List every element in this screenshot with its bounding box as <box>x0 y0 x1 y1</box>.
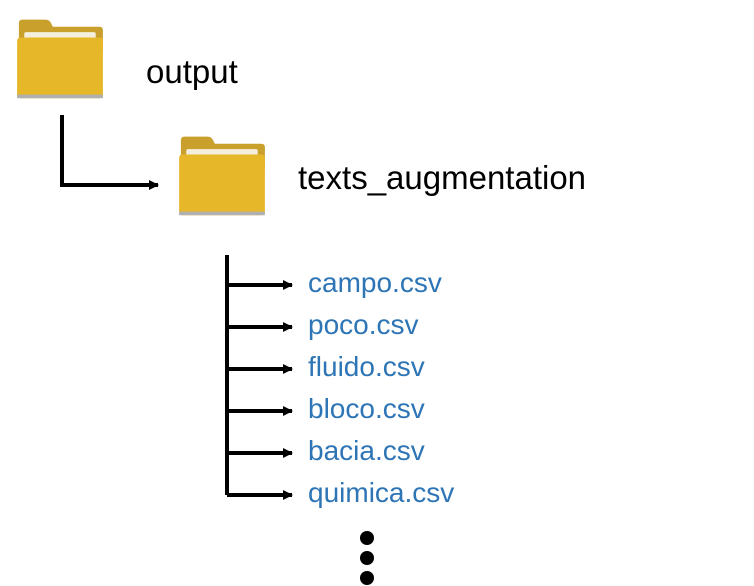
file-item[interactable]: poco.csv <box>308 309 419 340</box>
file-item[interactable]: bloco.csv <box>308 393 425 424</box>
file-item[interactable]: campo.csv <box>308 267 442 298</box>
file-item[interactable]: bacia.csv <box>308 435 425 466</box>
file-item[interactable]: fluido.csv <box>308 351 425 382</box>
folder-icon[interactable] <box>172 133 272 217</box>
folder-icon[interactable] <box>10 16 110 100</box>
file-item[interactable]: quimica.csv <box>308 477 455 508</box>
file-branches <box>227 280 293 500</box>
connector-output-to-texts-augmentation <box>60 115 159 190</box>
root-folder-label[interactable]: output <box>146 53 238 90</box>
child-folder-label[interactable]: texts_augmentation <box>298 159 587 196</box>
